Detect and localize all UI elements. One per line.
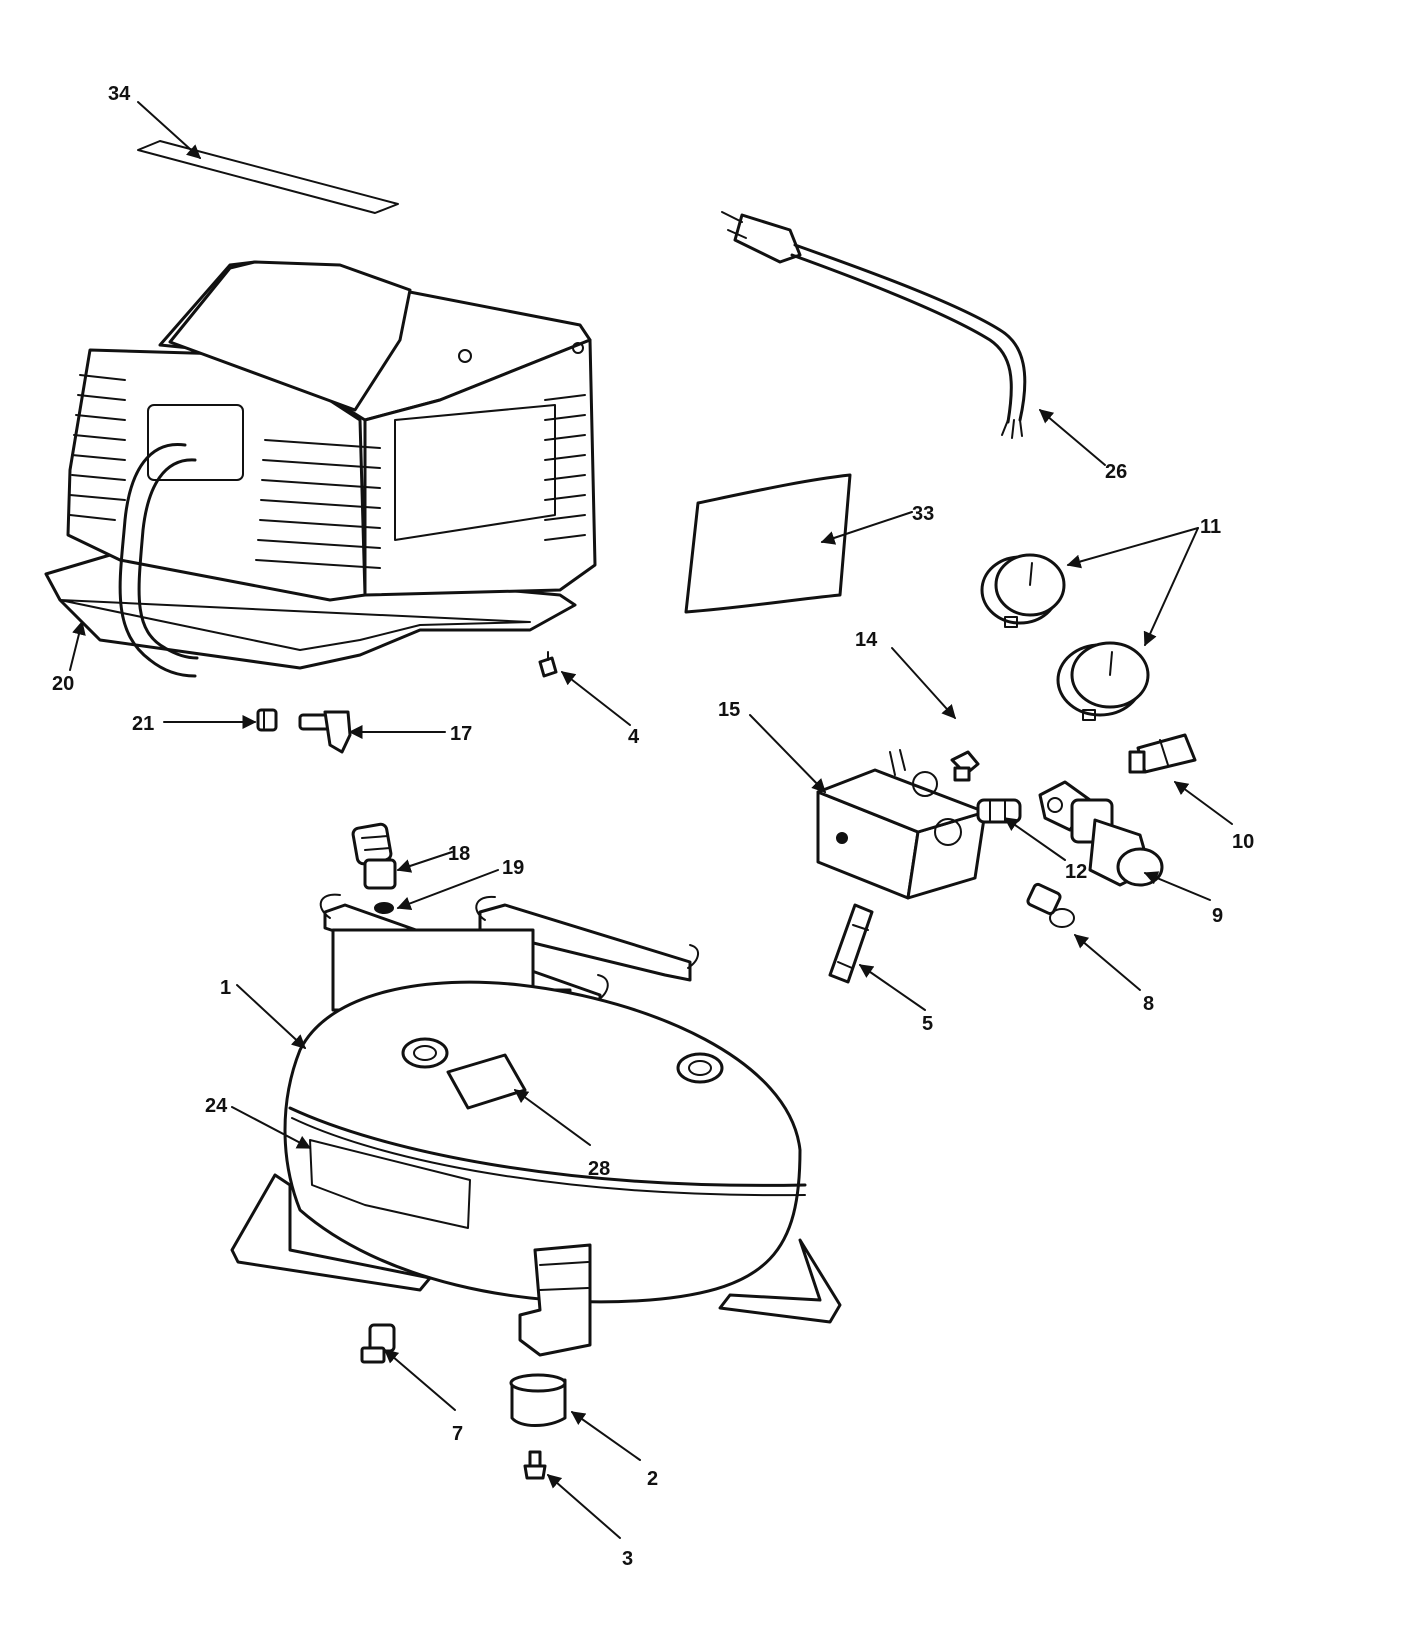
pressure-switch-15 — [816, 749, 987, 900]
label-24: 24 — [205, 1095, 228, 1117]
label-3: 3 — [622, 1548, 633, 1570]
label-7: 7 — [452, 1423, 463, 1445]
label-17: 17 — [450, 723, 472, 745]
foot-2 — [509, 1373, 567, 1427]
fitting-21 — [256, 708, 278, 732]
plug-14 — [950, 750, 980, 782]
label-26: 26 — [1105, 461, 1127, 483]
label-9: 9 — [1212, 905, 1223, 927]
regulator-9 — [1038, 780, 1164, 887]
decal-34 — [137, 140, 399, 214]
part-labels: 34 26 33 11 14 15 12 10 9 8 5 4 21 17 18… — [52, 83, 1254, 1570]
label-2: 2 — [647, 1468, 658, 1490]
label-34: 34 — [108, 83, 131, 105]
label-14: 14 — [855, 629, 878, 651]
label-15: 15 — [718, 699, 740, 721]
label-1: 1 — [220, 977, 231, 999]
fitting-18 — [351, 822, 397, 890]
decal-33 — [684, 473, 852, 614]
screw-3 — [523, 1450, 547, 1480]
nipple-12 — [976, 798, 1022, 824]
label-21: 21 — [132, 713, 154, 735]
label-11: 11 — [1200, 516, 1221, 538]
label-10: 10 — [1232, 831, 1254, 853]
label-8: 8 — [1143, 993, 1154, 1015]
label-19: 19 — [502, 857, 524, 879]
plug-19 — [374, 902, 394, 914]
bolt-4 — [538, 651, 558, 678]
label-28: 28 — [588, 1158, 610, 1180]
motor-shroud — [44, 260, 597, 678]
label-18: 18 — [448, 843, 470, 865]
pressure-gauges-11 — [980, 553, 1150, 721]
label-4: 4 — [628, 726, 640, 748]
label-33: 33 — [912, 503, 934, 525]
air-tank-1 — [230, 893, 842, 1357]
drain-7 — [360, 1323, 396, 1364]
power-cord-26 — [721, 211, 1027, 439]
label-20: 20 — [52, 673, 74, 695]
nipple-5 — [828, 903, 874, 984]
fitting-10 — [1128, 733, 1197, 774]
elbow-17 — [298, 710, 352, 754]
leader-lines — [69, 101, 1233, 1539]
label-5: 5 — [922, 1013, 933, 1035]
label-12: 12 — [1065, 861, 1087, 883]
safety-valve-8 — [1026, 882, 1075, 928]
